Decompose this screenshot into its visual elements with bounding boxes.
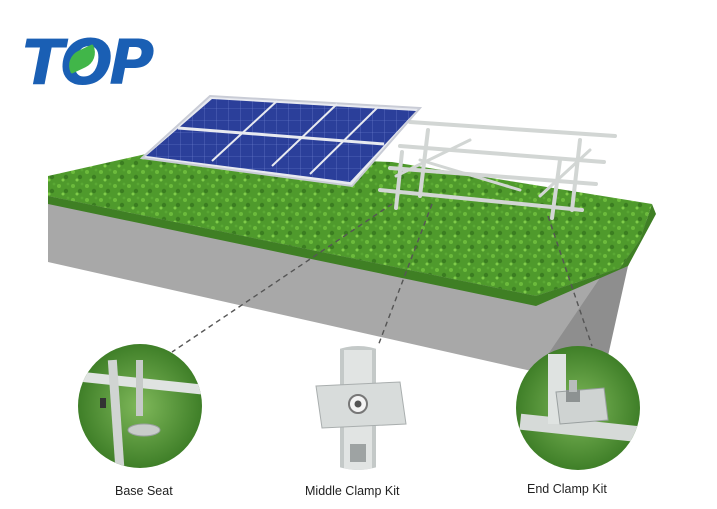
zoom-middle-clamp [296, 346, 420, 470]
panel-divider [271, 103, 338, 167]
post [570, 138, 582, 212]
rail [398, 144, 606, 164]
caption-middle-clamp: Middle Clamp Kit [305, 484, 400, 498]
caption-base-seat: Base Seat [115, 484, 173, 498]
panel-divider [211, 100, 278, 162]
callout-leaders [171, 203, 593, 353]
panel-row-divider [177, 126, 385, 146]
brace [538, 148, 592, 198]
zoom-base-seat [78, 344, 202, 468]
grass-top [48, 154, 652, 296]
mounting-rack [378, 120, 617, 220]
brace [394, 138, 472, 178]
rail [408, 120, 617, 138]
zoom-end-clamp [516, 346, 640, 470]
panel-divider [309, 106, 379, 175]
ground-block [48, 154, 656, 372]
post [394, 150, 404, 210]
top-logo: TOP [22, 28, 172, 98]
brace [418, 158, 522, 192]
caption-end-clamp: End Clamp Kit [527, 482, 607, 496]
panel-cells [146, 99, 416, 182]
solar-panel-array [139, 94, 423, 188]
post [550, 158, 562, 220]
rail [378, 188, 584, 212]
